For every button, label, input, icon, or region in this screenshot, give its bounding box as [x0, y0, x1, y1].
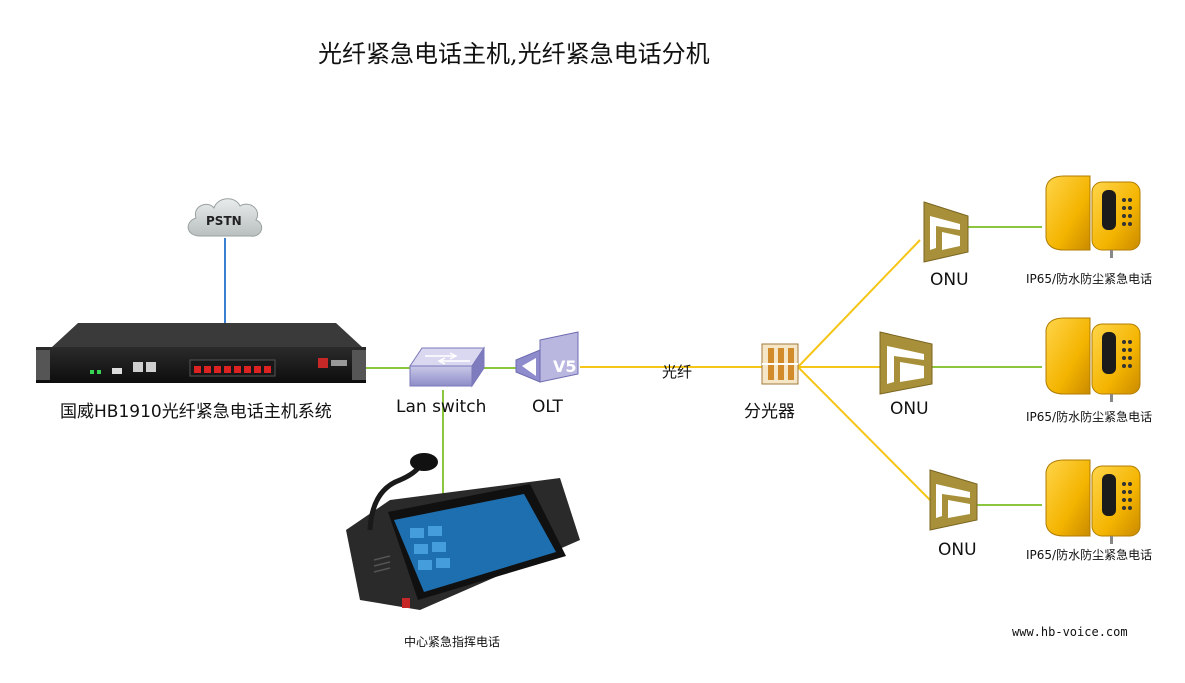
fiber-label: 光纤 [662, 363, 693, 381]
onu-1-icon [923, 201, 969, 263]
onu-3-label: ONU [938, 540, 977, 560]
pstn-label: PSTN [206, 214, 242, 228]
phone-2-label: IP65/防水防尘紧急电话 [1026, 410, 1153, 424]
website-text: www.hb-voice.com [1012, 625, 1128, 639]
splitter-onu3-fiber [797, 366, 931, 501]
onu-2-label: ONU [890, 399, 929, 419]
splitter-icon [761, 343, 799, 385]
host-server-icon [36, 323, 366, 383]
emergency-phone-2-icon [1045, 317, 1141, 402]
lan-switch-icon [409, 346, 485, 388]
onu-2-icon [879, 331, 933, 395]
command-console-icon [346, 453, 580, 610]
phone-3-label: IP65/防水防尘紧急电话 [1026, 548, 1153, 562]
pstn-cloud-icon [187, 198, 263, 237]
lan-switch-label: Lan switch [396, 397, 487, 417]
phone-1-label: IP65/防水防尘紧急电话 [1026, 272, 1153, 286]
emergency-phone-3-icon [1045, 459, 1141, 544]
connection-lines [224, 226, 1042, 528]
onu-3-icon [929, 469, 978, 531]
olt-icon: V5 [515, 331, 579, 383]
olt-label: OLT [532, 397, 563, 417]
olt-badge: V5 [553, 357, 577, 376]
splitter-onu1-fiber [797, 239, 921, 368]
diagram-title: 光纤紧急电话主机,光纤紧急电话分机 [318, 40, 710, 68]
splitter-label: 分光器 [744, 402, 795, 422]
console-label: 中心紧急指挥电话 [404, 635, 501, 649]
onu-1-label: ONU [930, 270, 969, 290]
host-label: 国威HB1910光纤紧急电话主机系统 [60, 402, 332, 422]
emergency-phone-1-icon [1045, 175, 1141, 258]
